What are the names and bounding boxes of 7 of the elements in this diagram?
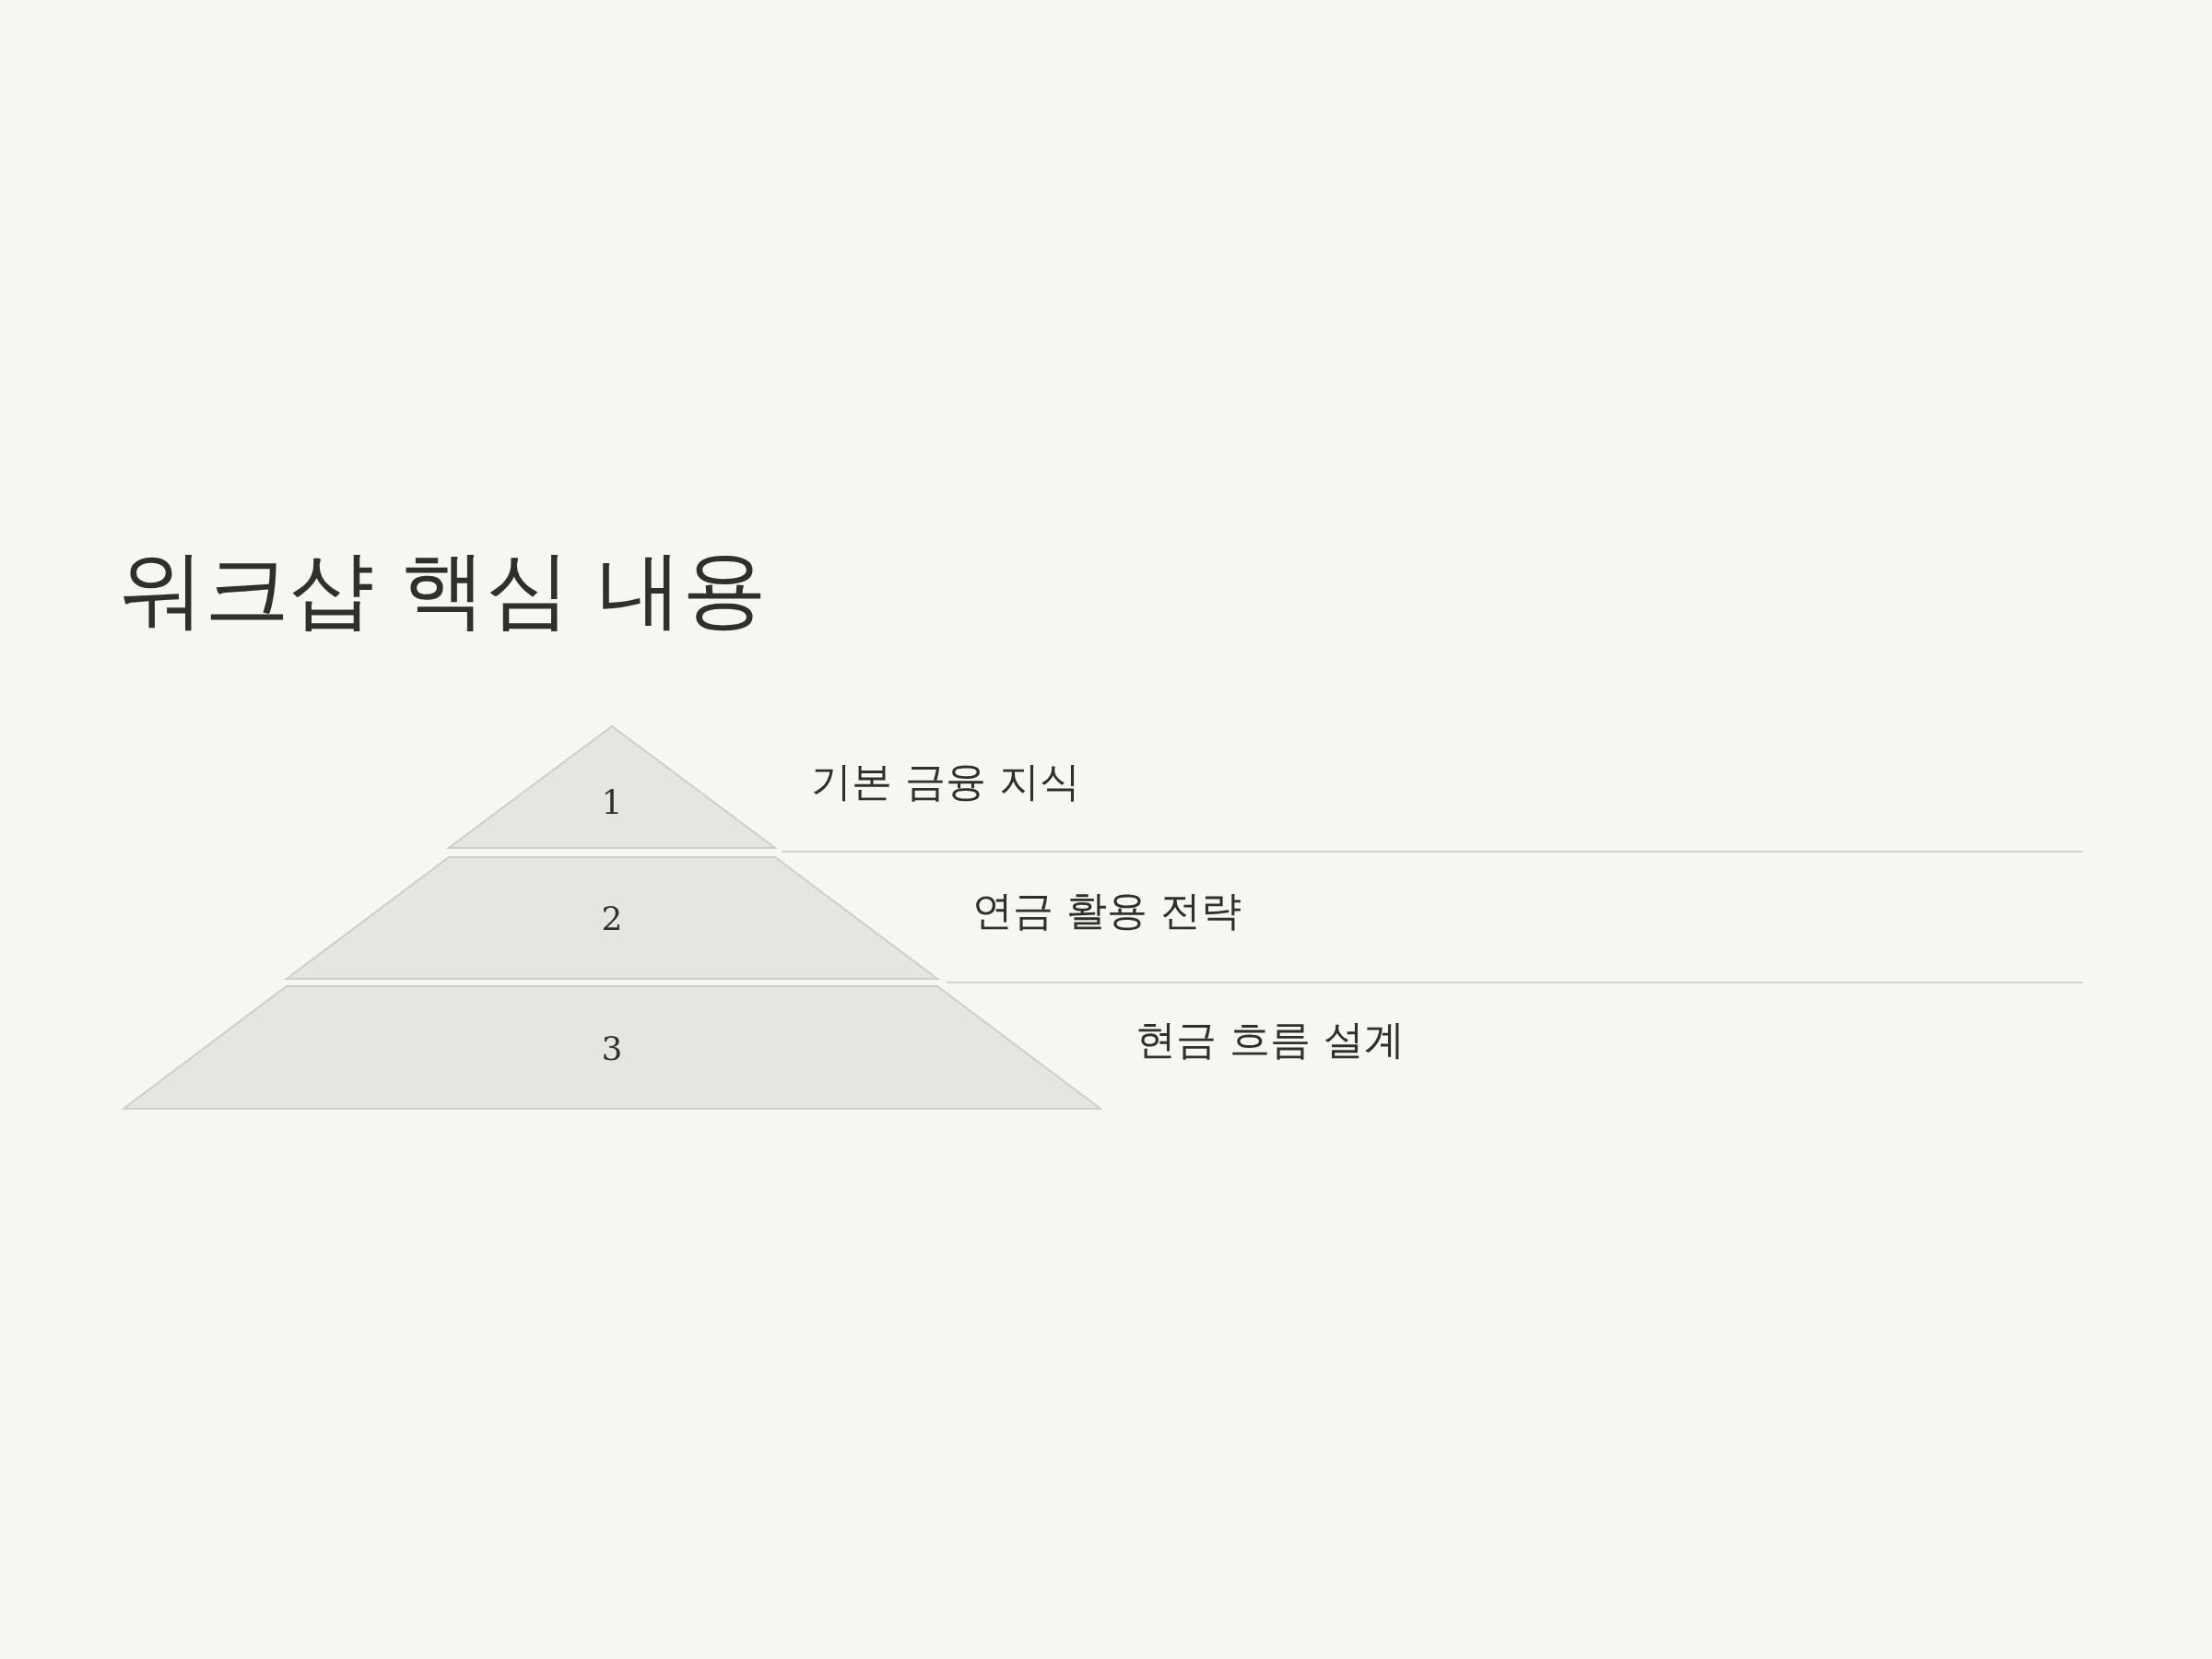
- tier-label: 현금 흐름 설계: [1135, 1014, 1405, 1065]
- tier-number: 1: [601, 782, 623, 821]
- title: 워크샵 핵심 내용: [120, 539, 768, 641]
- tier-label: 기본 금융 지식: [811, 756, 1080, 806]
- tier-label: 연금 활용 전략: [972, 885, 1241, 935]
- tier-number: 3: [601, 1029, 623, 1066]
- tier-number: 2: [601, 899, 623, 937]
